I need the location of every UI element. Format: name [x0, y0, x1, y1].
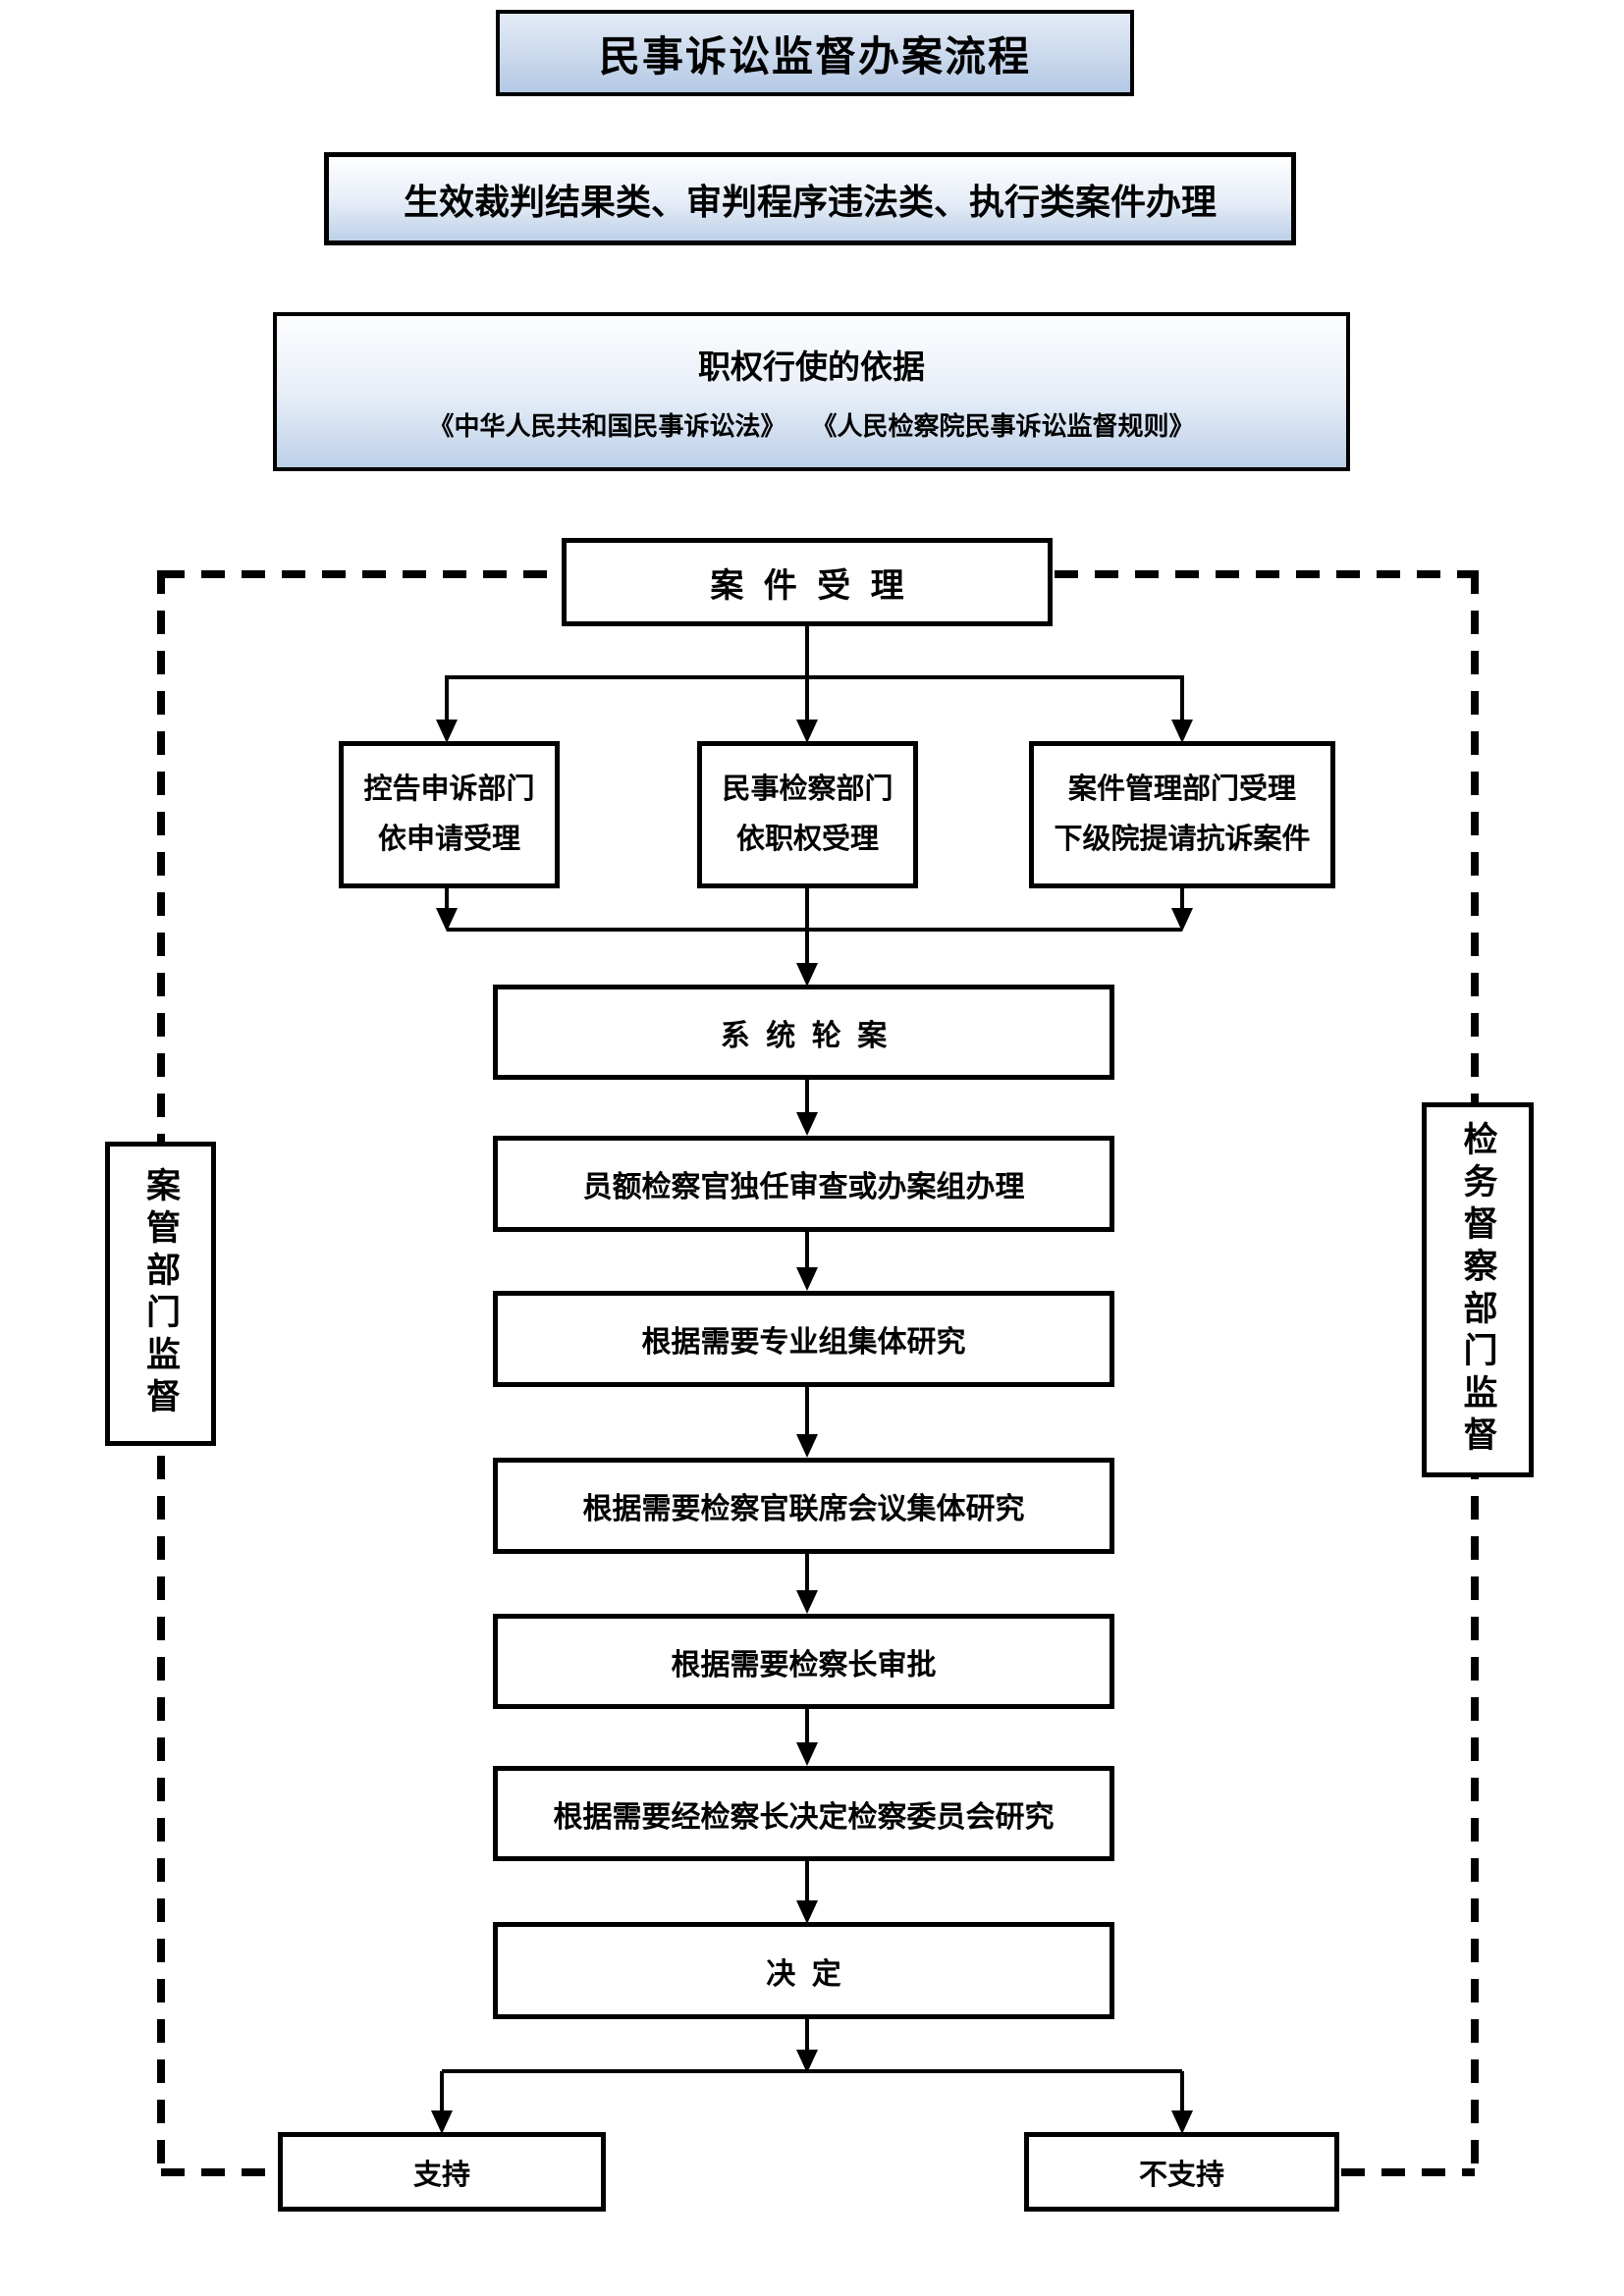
step-chief-prosecutor-approval-label: 根据需要检察长审批 [671, 1648, 937, 1682]
rail-procuratorial-inspection-supervision-label: 检务督察部门监督 [1458, 1121, 1497, 1459]
dept-civil-procuratorial: 民事检察部门 依职权受理 [697, 741, 918, 888]
step-joint-prosecutor-meeting: 根据需要检察官联席会议集体研究 [493, 1458, 1114, 1554]
outcome-support: 支持 [278, 2132, 606, 2212]
step-case-acceptance-label: 案件受理 [710, 567, 924, 605]
step-system-rotation: 系统轮案 [493, 985, 1114, 1080]
legal-basis-box: 职权行使的依据 《中华人民共和国民事诉讼法》 《人民检察院民事诉讼监督规则》 [273, 312, 1350, 471]
outcome-support-label: 支持 [412, 2159, 470, 2191]
arrowhead [1171, 2110, 1193, 2134]
legal-basis-title: 职权行使的依据 [698, 350, 925, 386]
arrowhead [1171, 720, 1193, 743]
dept-case-management: 案件管理部门受理 下级院提请抗诉案件 [1029, 741, 1335, 888]
rail-case-management-supervision: 案管部门监督 [105, 1142, 216, 1446]
case-scope-text: 生效裁判结果类、审判程序违法类、执行类案件办理 [403, 182, 1217, 222]
dept-case-management-line2: 下级院提请抗诉案件 [1054, 824, 1311, 855]
rail-procuratorial-inspection-supervision: 检务督察部门监督 [1422, 1102, 1534, 1477]
outcome-not-support-label: 不支持 [1138, 2159, 1224, 2191]
title-box: 民事诉讼监督办案流程 [496, 10, 1134, 96]
outcome-not-support: 不支持 [1024, 2132, 1339, 2212]
step-procuratorial-committee-study-label: 根据需要经检察长决定检察委员会研究 [553, 1800, 1055, 1834]
arrowhead [436, 720, 458, 743]
dept-civil-procuratorial-line2: 依职权受理 [735, 824, 879, 855]
rail-case-management-supervision-label: 案管部门监督 [141, 1167, 180, 1420]
arrowheads [431, 720, 1193, 2134]
arrowhead [796, 720, 818, 743]
legal-basis-references: 《中华人民共和国民事诉讼法》 《人民检察院民事诉讼监督规则》 [428, 412, 1195, 441]
step-decision-label: 决定 [766, 1957, 858, 1991]
arrowhead [796, 1590, 818, 1614]
arrowhead [796, 1742, 818, 1766]
solid-connectors [440, 626, 1184, 2112]
dept-case-management-line1: 案件管理部门受理 [1067, 774, 1296, 805]
arrowhead [1171, 908, 1193, 932]
step-prosecutor-solo-review-label: 员额检察官独任审查或办案组办理 [582, 1171, 1025, 1203]
step-specialized-group-study: 根据需要专业组集体研究 [493, 1291, 1114, 1387]
dept-complaint-appeal-line1: 控告申诉部门 [363, 774, 535, 805]
arrowhead [796, 1112, 818, 1136]
arrowhead [796, 2050, 818, 2073]
dept-complaint-appeal-line2: 依申请受理 [377, 824, 520, 855]
arrowhead [796, 1900, 818, 1924]
step-joint-prosecutor-meeting-label: 根据需要检察官联席会议集体研究 [582, 1493, 1025, 1525]
dept-complaint-appeal: 控告申诉部门 依申请受理 [339, 741, 560, 888]
step-chief-prosecutor-approval: 根据需要检察长审批 [493, 1614, 1114, 1709]
arrowhead [796, 1434, 818, 1458]
dashed-supervision-rails [157, 570, 1479, 2176]
arrowhead [796, 1267, 818, 1291]
arrowhead [431, 2110, 453, 2134]
step-specialized-group-study-label: 根据需要专业组集体研究 [641, 1326, 966, 1359]
case-scope-box: 生效裁判结果类、审判程序违法类、执行类案件办理 [324, 152, 1296, 245]
arrowhead [436, 908, 458, 932]
dept-civil-procuratorial-line1: 民事检察部门 [722, 774, 893, 805]
arrowhead [796, 963, 818, 987]
step-system-rotation-label: 系统轮案 [720, 1019, 903, 1052]
step-procuratorial-committee-study: 根据需要经检察长决定检察委员会研究 [493, 1766, 1114, 1861]
step-decision: 决定 [493, 1922, 1114, 2019]
page-title: 民事诉讼监督办案流程 [598, 34, 1031, 80]
step-case-acceptance: 案件受理 [562, 538, 1053, 626]
step-prosecutor-solo-review: 员额检察官独任审查或办案组办理 [493, 1136, 1114, 1232]
